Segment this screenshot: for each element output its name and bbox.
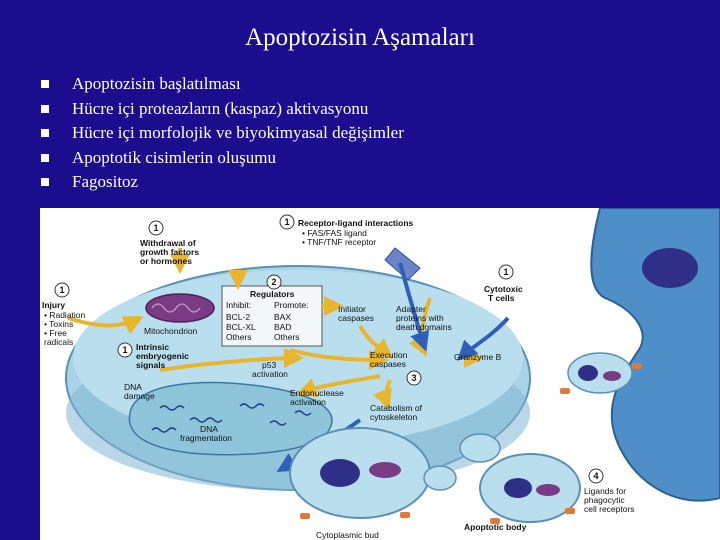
label-bad: BAD: [274, 322, 291, 332]
label-macrophage-2: or adjacent: [576, 317, 622, 327]
step-number: 3: [411, 373, 416, 383]
label-ligands-2: phagocytic: [584, 495, 625, 505]
label-injury-3: • Free: [44, 328, 67, 338]
label-injury-1: • Radiation: [44, 310, 86, 320]
square-bullet-icon: [41, 129, 49, 137]
label-initiator-2: caspases: [338, 313, 374, 323]
label-inhibit: Inhibit:: [226, 300, 251, 310]
bullet-text: Hücre içi proteazların (kaspaz) aktivasy…: [72, 98, 369, 118]
label-p53-1: p53: [262, 360, 276, 370]
step-number: 1: [284, 217, 289, 227]
regulators-box: [221, 285, 323, 347]
label-execution-1: Execution: [370, 350, 408, 360]
apoptotic-body-small: [459, 433, 501, 463]
bullet-item: Apoptozisin başlatılması: [40, 72, 404, 97]
bullet-item: Fagositoz: [40, 170, 404, 195]
label-withdrawal-3: or hormones: [140, 256, 192, 266]
label-bax: BAX: [274, 312, 291, 322]
label-cytotoxic-2: T cells: [488, 293, 515, 303]
label-injury-title: Injury: [42, 300, 65, 310]
bullet-item: Hücre içi proteazların (kaspaz) aktivasy…: [40, 97, 404, 122]
step-number: 1: [59, 285, 64, 295]
label-bcl2: BCL-2: [226, 312, 250, 322]
label-apoptotic-body: Apoptotic body: [464, 522, 527, 532]
step-number: 1: [122, 345, 127, 355]
label-bclxl: BCL-XL: [226, 322, 256, 332]
label-macrophage-1: Macrophage: [576, 308, 626, 318]
bullet-text: Fagositoz: [72, 172, 139, 191]
label-others-a: Others: [226, 332, 252, 342]
label-injury-2: • Toxins: [44, 319, 73, 329]
label-execution-2: caspases: [370, 359, 406, 369]
square-bullet-icon: [41, 104, 49, 113]
slide-title: Apoptozisin Aşamaları: [245, 24, 475, 51]
label-intrinsic-1: Intrinsic: [136, 342, 169, 352]
label-receptor-1: • FAS/FAS ligand: [302, 228, 367, 238]
apoptotic-body-small-2: [423, 465, 457, 491]
dna-fragments: [151, 403, 312, 433]
label-withdrawal-1: Withdrawal of: [140, 238, 196, 248]
label-dna-damage-1: DNA: [124, 382, 142, 392]
label-mitochondrion: Mitochondrion: [144, 326, 198, 336]
bullet-text: Apoptotik cisimlerin oluşumu: [72, 147, 276, 167]
receptor: [384, 247, 421, 281]
square-bullet-icon: [41, 178, 49, 186]
label-others-b: Others: [274, 332, 300, 342]
label-cytoplasmic-bud: Cytoplasmic bud: [316, 530, 379, 540]
step-number: 2: [271, 277, 276, 287]
label-endonuclease-2: activation: [290, 397, 326, 407]
label-withdrawal-2: growth factors: [140, 247, 199, 257]
bullet-text: Apoptozisin başlatılması: [72, 74, 241, 93]
label-p53-2: activation: [252, 369, 288, 379]
bullet-item: Hücre içi morfolojik ve biyokimyasal değ…: [40, 121, 404, 146]
label-catabolism-1: Catabolism of: [370, 403, 423, 413]
label-regulators: Regulators: [250, 289, 295, 299]
square-bullet-icon: [41, 80, 49, 88]
engulfed-body: [567, 352, 633, 394]
label-adapter-2: proteins with: [396, 313, 444, 323]
bullet-text: Hücre içi morfolojik ve biyokimyasal değ…: [72, 123, 404, 142]
label-granzyme: Granzyme B: [454, 352, 502, 362]
label-dna-frag-1: DNA: [200, 424, 218, 434]
label-adapter-1: Adapter: [396, 304, 426, 314]
label-dna-frag-2: fragmentation: [180, 433, 232, 443]
label-adapter-3: death domains: [396, 322, 452, 332]
bullet-list: Apoptozisin başlatılması Hücre içi prote…: [40, 72, 404, 195]
t-cell-nucleus: [642, 248, 698, 288]
step-number: 1: [153, 223, 158, 233]
nucleus: [128, 381, 333, 456]
apoptosis-diagram: 1 1 1 1 1 2 3 4 Receptor-ligand interact…: [40, 208, 720, 540]
step-markers: [54, 214, 604, 484]
label-intrinsic-2: embryogenic: [136, 351, 189, 361]
label-catabolism-2: cytoskeleton: [370, 412, 418, 422]
mitochondrion-shape: [145, 293, 215, 323]
label-promote: Promote:: [274, 300, 309, 310]
label-ligands-3: cell receptors: [584, 504, 635, 514]
label-dna-damage-2: damage: [124, 391, 155, 401]
label-initiator-1: Initiator: [338, 304, 366, 314]
square-bullet-icon: [41, 153, 49, 162]
step-number: 4: [593, 471, 598, 481]
label-endonuclease-1: Endonuclease: [290, 388, 344, 398]
label-receptor-title: Receptor-ligand interactions: [298, 218, 414, 228]
label-ligands-1: Ligands for: [584, 486, 626, 496]
label-macrophage-3: epithelial cell: [576, 326, 629, 336]
bullet-item: Apoptotik cisimlerin oluşumu: [40, 146, 404, 171]
label-intrinsic-3: signals: [136, 360, 166, 370]
label-injury-4: radicals: [44, 337, 73, 347]
label-receptor-2: • TNF/TNF receptor: [302, 237, 376, 247]
label-cytotoxic-1: Cytotoxic: [484, 284, 523, 294]
step-number: 1: [503, 267, 508, 277]
